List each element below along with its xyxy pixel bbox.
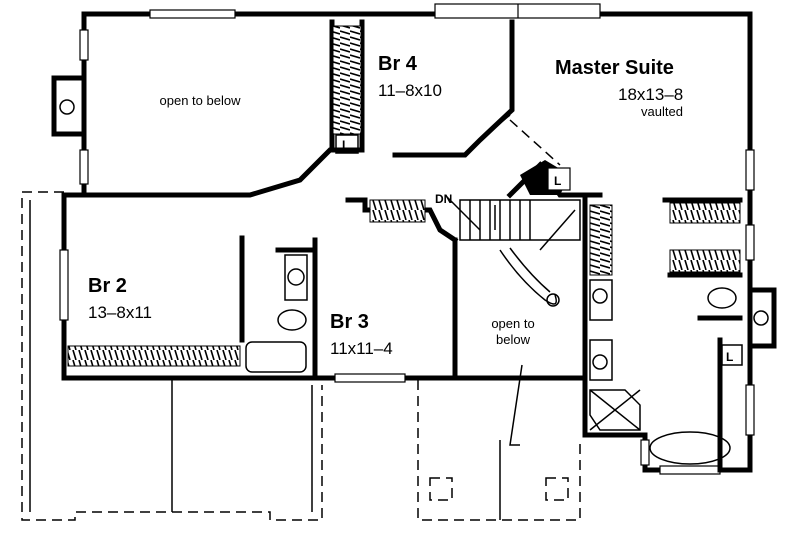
closets <box>67 25 741 367</box>
br4-name: Br 4 <box>378 53 418 75</box>
roof-outline-below <box>21 191 581 521</box>
stair-down-label: DN <box>435 192 452 206</box>
fireplace-left <box>51 75 87 137</box>
open-to-below-stair-label-1: open to <box>491 316 534 331</box>
br2-name: Br 2 <box>88 275 127 297</box>
linen-label-hall: L <box>554 174 561 188</box>
linen-label-master-bath: L <box>726 350 733 364</box>
fireplace-left-circle <box>59 99 75 115</box>
br3-name: Br 3 <box>330 311 369 333</box>
master-suite-name: Master Suite <box>555 57 674 79</box>
fireplace-right-circle <box>753 310 769 326</box>
column-left <box>429 477 453 501</box>
open-to-below-stair-label-2: below <box>496 332 531 347</box>
br4-size: 11–8x10 <box>378 81 442 100</box>
linen-label-br4: L <box>342 138 349 152</box>
master-suite-note: vaulted <box>641 104 683 119</box>
column-right <box>545 477 569 501</box>
exterior-walls <box>51 11 777 473</box>
open-to-below-top-label: open to below <box>160 93 242 108</box>
stairs <box>444 194 581 307</box>
br3-size: 11x11–4 <box>330 339 393 358</box>
master-suite-size: 18x13–8 <box>618 85 683 104</box>
fireplace-right <box>747 287 777 349</box>
linen-closets <box>335 134 743 366</box>
br2-size: 13–8x11 <box>88 303 152 322</box>
bath-fixtures <box>245 254 737 465</box>
windows <box>59 3 755 475</box>
